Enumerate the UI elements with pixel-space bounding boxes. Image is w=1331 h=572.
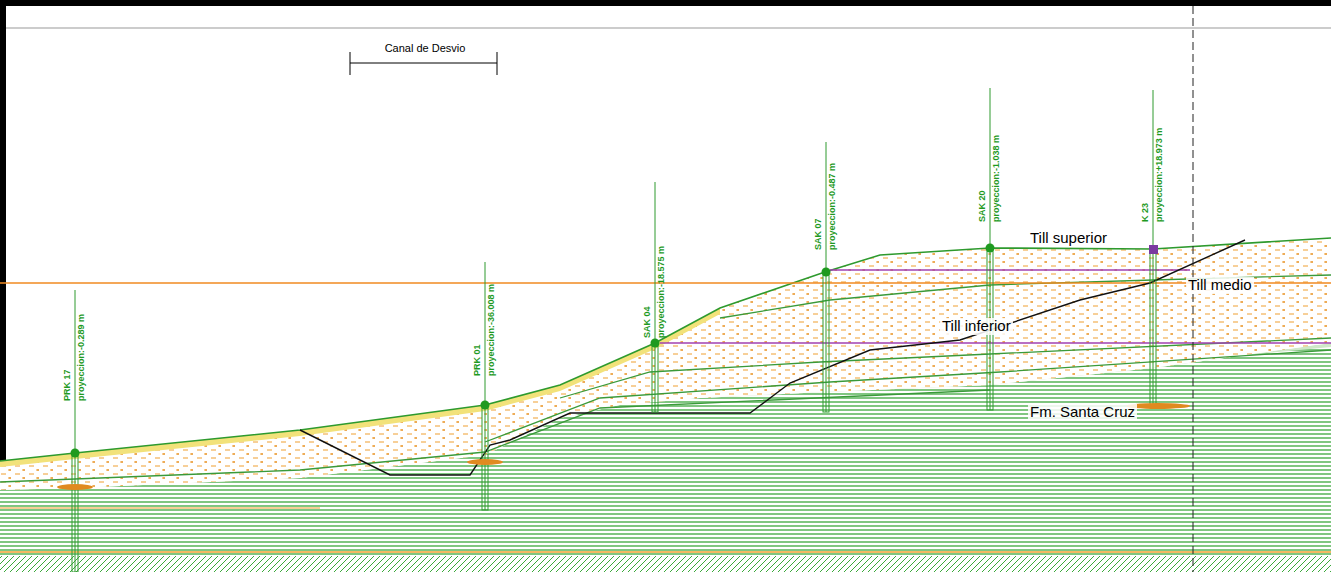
borehole-name: PRK 01: [473, 344, 483, 376]
borehole-projection: proyeccion:-1.038 m: [992, 135, 1002, 222]
ground-surface: [0, 238, 1331, 461]
channel-label: Canal de Desvio: [385, 42, 466, 54]
till-deposits: [0, 238, 1331, 490]
purple-contact: [830, 269, 1190, 270]
contact-line: [720, 275, 1331, 318]
borehole-collar: [986, 244, 995, 253]
unit-label: Till superior: [1028, 230, 1109, 247]
contact-line: [0, 390, 990, 482]
borehole-collar: [481, 401, 490, 410]
borehole-projection: proyeccion:-0.487 m: [828, 163, 838, 250]
unit-label: Till medio: [1186, 277, 1254, 294]
channel-bracket: [350, 52, 497, 75]
borehole-collar: [651, 339, 660, 348]
borehole-line: [75, 290, 76, 572]
borehole-projection: proyeccion:-18.575 m: [657, 246, 667, 338]
borehole-name: PRK 17: [63, 369, 73, 401]
borehole-projection: proyeccion:+18.973 m: [1155, 128, 1165, 222]
frame-line: [6, 28, 1331, 29]
borehole-line: [826, 142, 827, 412]
sand-band: [0, 308, 720, 467]
borehole-projection: proyeccion:-0.289 m: [77, 314, 87, 401]
unit-label: Till inferior: [940, 318, 1013, 335]
borehole-casing: [72, 453, 78, 572]
borehole-line: [485, 262, 486, 510]
unit-label: Fm. Santa Cruz: [1028, 404, 1137, 421]
borehole-collar: [1149, 245, 1158, 254]
lens: [467, 459, 503, 465]
borehole-casing: [1150, 250, 1156, 408]
borehole-name: SAK 20: [978, 190, 988, 222]
borehole-collar: [822, 268, 831, 277]
purple-contact: [660, 342, 1331, 343]
borehole-name: K 23: [1141, 203, 1151, 222]
borehole-casing: [823, 272, 829, 412]
boreholes: [72, 88, 1156, 572]
borehole-casing: [652, 343, 658, 412]
collars: [71, 244, 1159, 458]
lenses: [57, 403, 1190, 490]
borehole-name: SAK 07: [814, 218, 824, 250]
frame-top: [0, 0, 1331, 6]
contact-line: [560, 338, 1331, 398]
lens: [57, 484, 93, 490]
contact-line: [0, 508, 320, 509]
borehole-line: [655, 182, 656, 412]
borehole-casing: [482, 405, 488, 510]
borehole-projection: proyeccion:-36.008 m: [487, 284, 497, 376]
borehole-name: SAK 04: [643, 306, 653, 338]
contact-line: [0, 551, 1331, 553]
lower-unit: [0, 556, 1331, 572]
excavation-profile: [300, 240, 1245, 475]
contact-line: [485, 350, 1331, 442]
borehole-collar: [71, 449, 80, 458]
